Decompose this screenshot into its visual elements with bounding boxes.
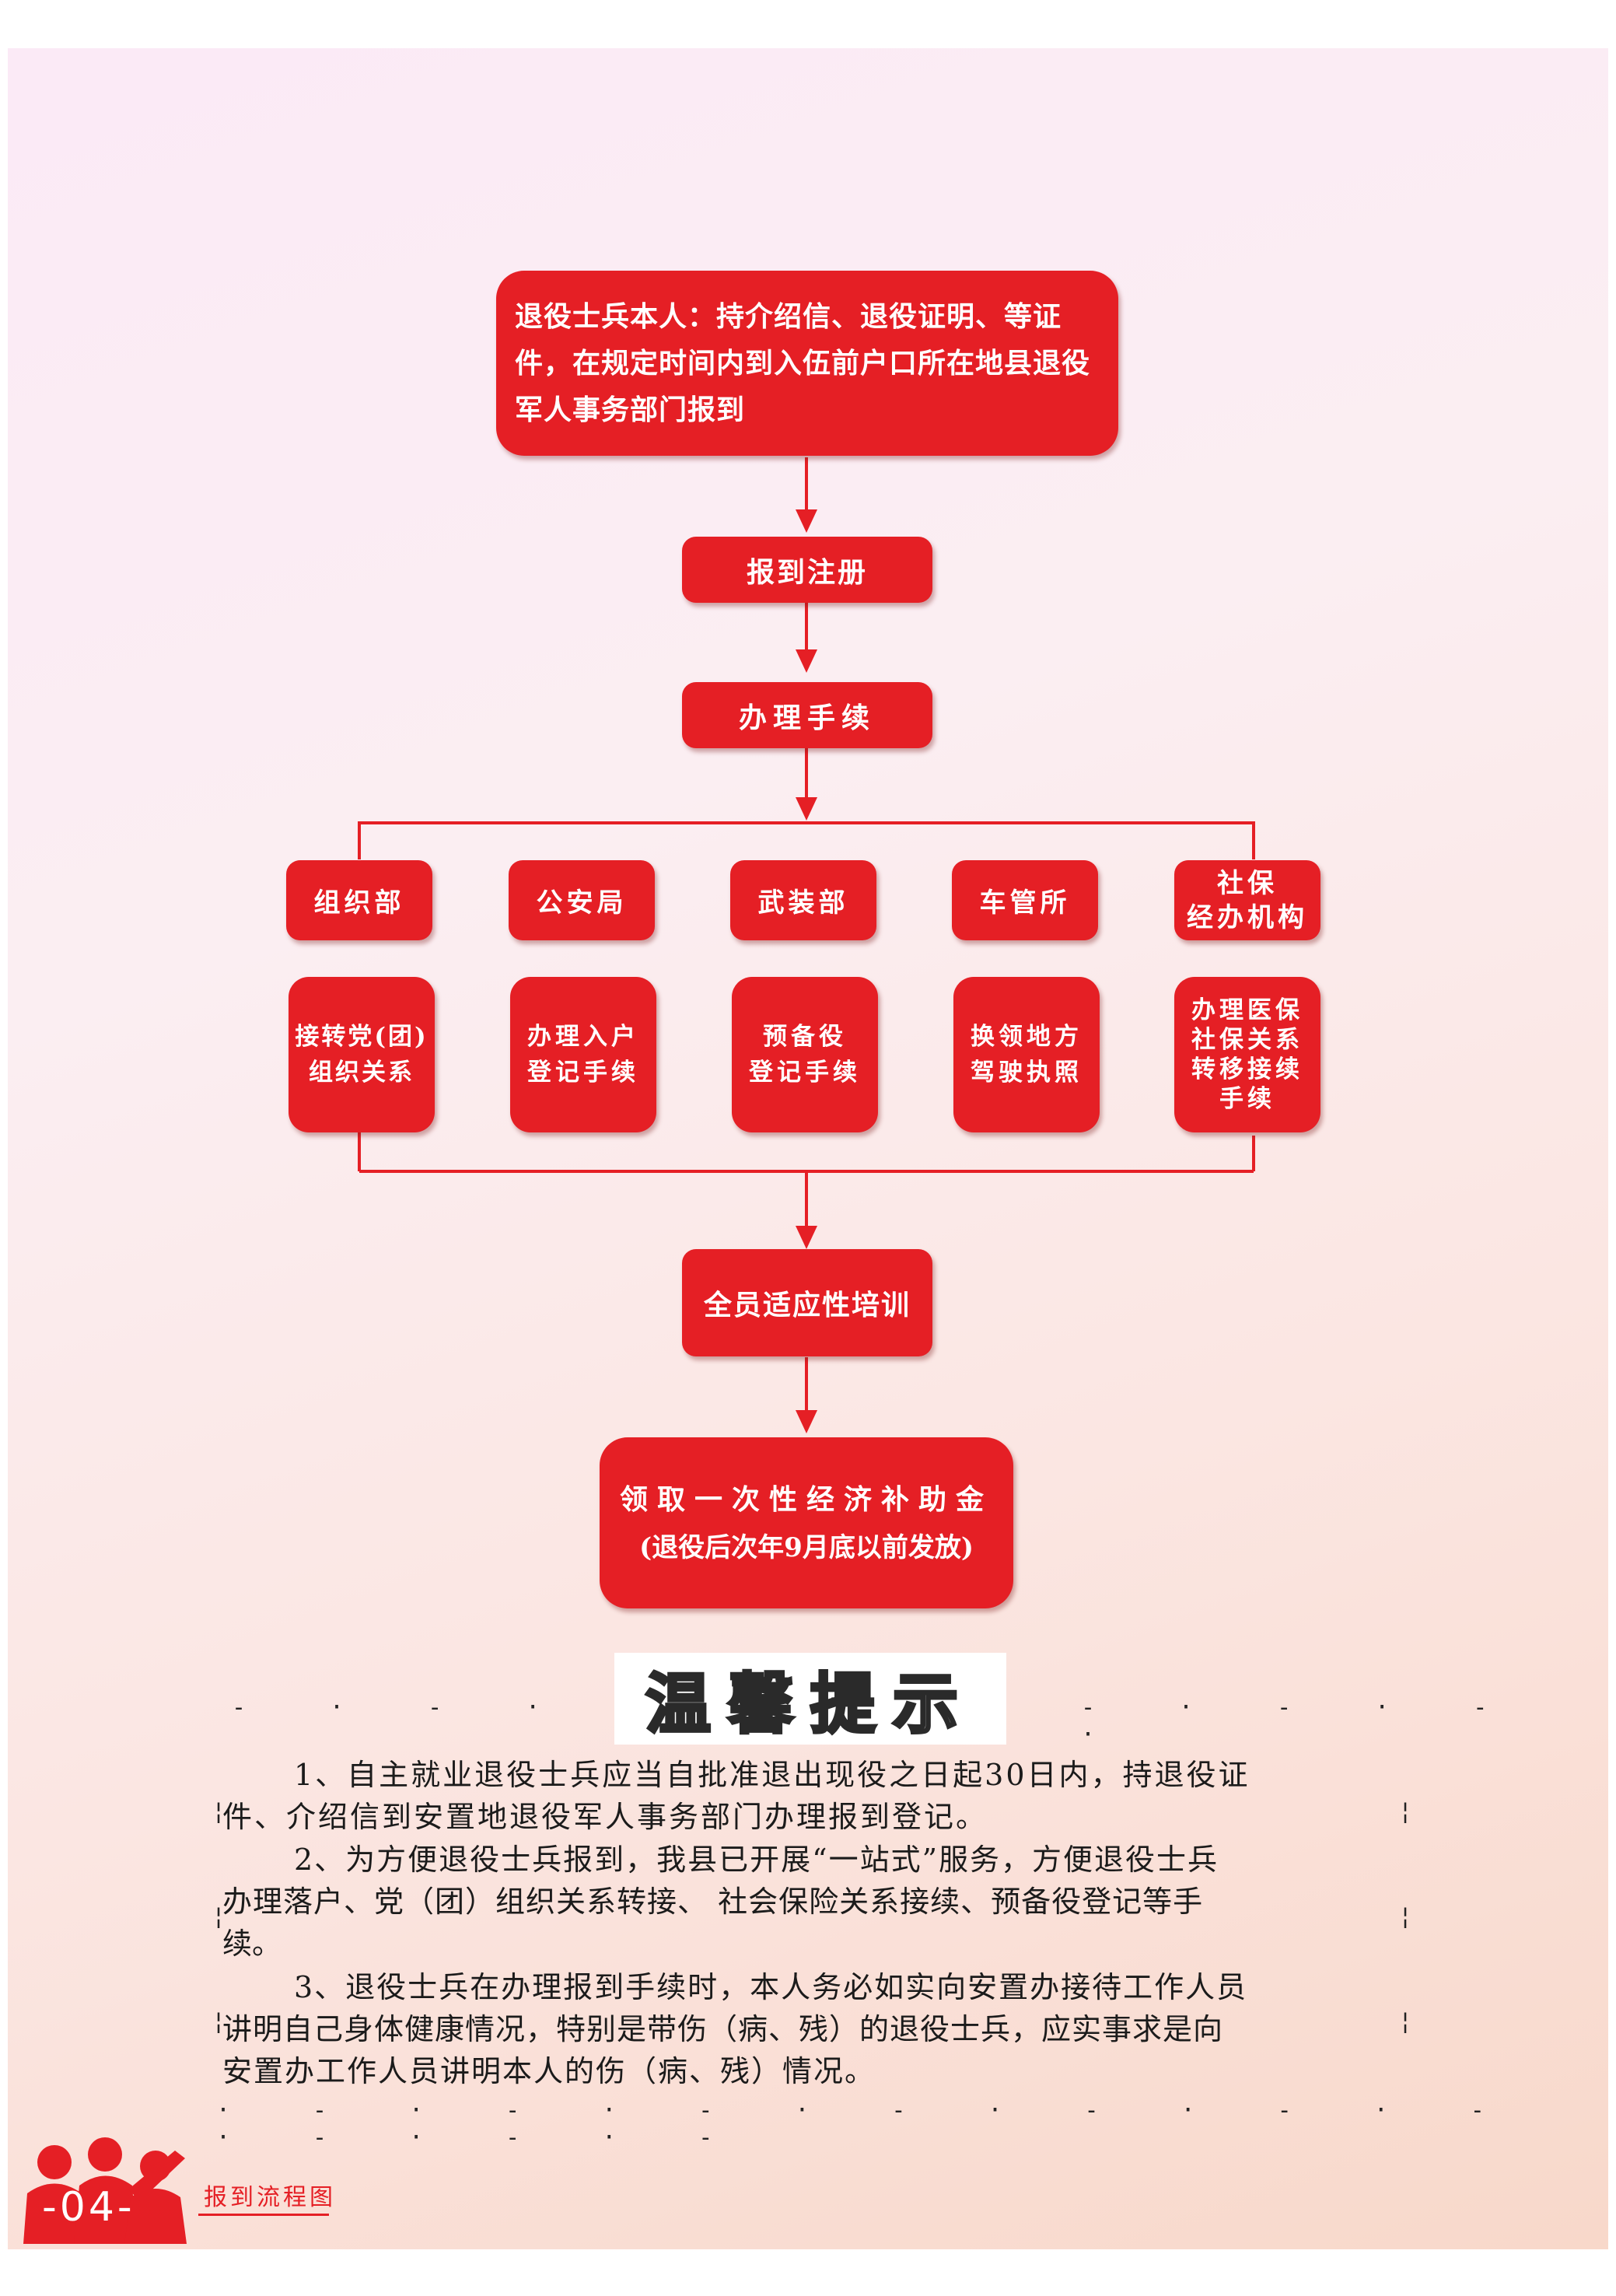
- section-label: 报到流程图: [204, 2184, 336, 2211]
- task-box: 预备役 登记手续: [732, 977, 878, 1132]
- procedures-label: 办理手续: [738, 701, 876, 734]
- tip-1-line-2: 件、介绍信到安置地退役军人事务部门办理报到登记。: [222, 1800, 988, 1834]
- tip-2-line-3: 续。: [222, 1927, 282, 1961]
- subsidy-note: (退役后次年9月底以前发放): [639, 1532, 974, 1563]
- task-text: 接转党(团) 组织关系: [295, 1023, 428, 1087]
- task-box: 接转党(团) 组织关系: [289, 977, 435, 1132]
- tips-frame-left: ¦¦¦: [212, 1798, 226, 2035]
- task-text: 换领地方 驾驶执照: [971, 1023, 1083, 1087]
- subsidy-box: 领取一次性经济补助金 (退役后次年9月底以前发放): [600, 1437, 1013, 1608]
- department-name: 武装部: [757, 887, 849, 919]
- page-number: -04-: [42, 2184, 135, 2231]
- tip-3-line-2: 讲明自己身体健康情况，特别是带伤（病、残）的退役士兵，应实事求是向: [222, 2012, 1224, 2046]
- tips-frame-right: ¦¦¦: [1398, 1798, 1413, 2035]
- tips-frame-top-right: -·-·-·: [1081, 1694, 1572, 1748]
- task-box: 换领地方 驾驶执照: [953, 977, 1100, 1132]
- tip-3-line-3: 安置办工作人员讲明本人的伤（病、残）情况。: [222, 2054, 876, 2088]
- flow-start-box: 退役士兵本人：持介绍信、退役证明、等证件，在规定时间内到入伍前户口所在地县退役军…: [496, 271, 1118, 456]
- tips-frame-bottom: ·-·-·-·-·-·-·-·-·-·-: [216, 2097, 1567, 2151]
- task-text: 办理医保 社保关系 转移接续 手续: [1191, 996, 1303, 1113]
- department-name: 社保 经办机构: [1187, 867, 1308, 933]
- tip-2-line-2: 办理落户、党（团）组织关系转接、 社会保险关系接续、预备役登记等手: [222, 1885, 1204, 1919]
- department-name: 公安局: [536, 887, 628, 919]
- subsidy-label: 领取一次性经济补助金: [619, 1483, 993, 1516]
- training-label: 全员适应性培训: [703, 1289, 911, 1321]
- task-box: 办理入户 登记手续: [510, 977, 656, 1132]
- task-text: 办理入户 登记手续: [527, 1023, 639, 1087]
- saluting-soldiers-icon: [23, 2137, 187, 2244]
- department-box: 武装部: [730, 860, 876, 940]
- department-box: 公安局: [509, 860, 655, 940]
- tip-1-line-1: 1、自主就业退役士兵应当自批准退出现役之日起30日内，持退役证: [294, 1758, 1250, 1792]
- tip-2-line-1: 2、为方便退役士兵报到，我县已开展“一站式”服务，方便退役士兵: [294, 1843, 1219, 1877]
- tip-3-line-1: 3、退役士兵在办理报到手续时，本人务必如实向安置办接待工作人员: [294, 1970, 1248, 2004]
- department-box: 组织部: [286, 860, 432, 940]
- flow-start-text: 退役士兵本人：持介绍信、退役证明、等证件，在规定时间内到入伍前户口所在地县退役军…: [515, 300, 1091, 426]
- tips-title-banner: 温馨提示: [614, 1653, 1006, 1745]
- register-box: 报到注册: [682, 537, 932, 603]
- task-box: 办理医保 社保关系 转移接续 手续: [1174, 977, 1320, 1132]
- department-name: 组织部: [313, 887, 405, 919]
- section-underline: [198, 2214, 329, 2216]
- procedures-box: 办理手续: [682, 682, 932, 748]
- register-label: 报到注册: [746, 555, 868, 589]
- task-text: 预备役 登记手续: [749, 1023, 861, 1087]
- department-box: 社保 经办机构: [1174, 860, 1320, 940]
- training-box: 全员适应性培训: [682, 1249, 932, 1356]
- tips-title: 温馨提示: [644, 1664, 975, 1744]
- department-box: 车管所: [952, 860, 1098, 940]
- department-name: 车管所: [979, 887, 1071, 919]
